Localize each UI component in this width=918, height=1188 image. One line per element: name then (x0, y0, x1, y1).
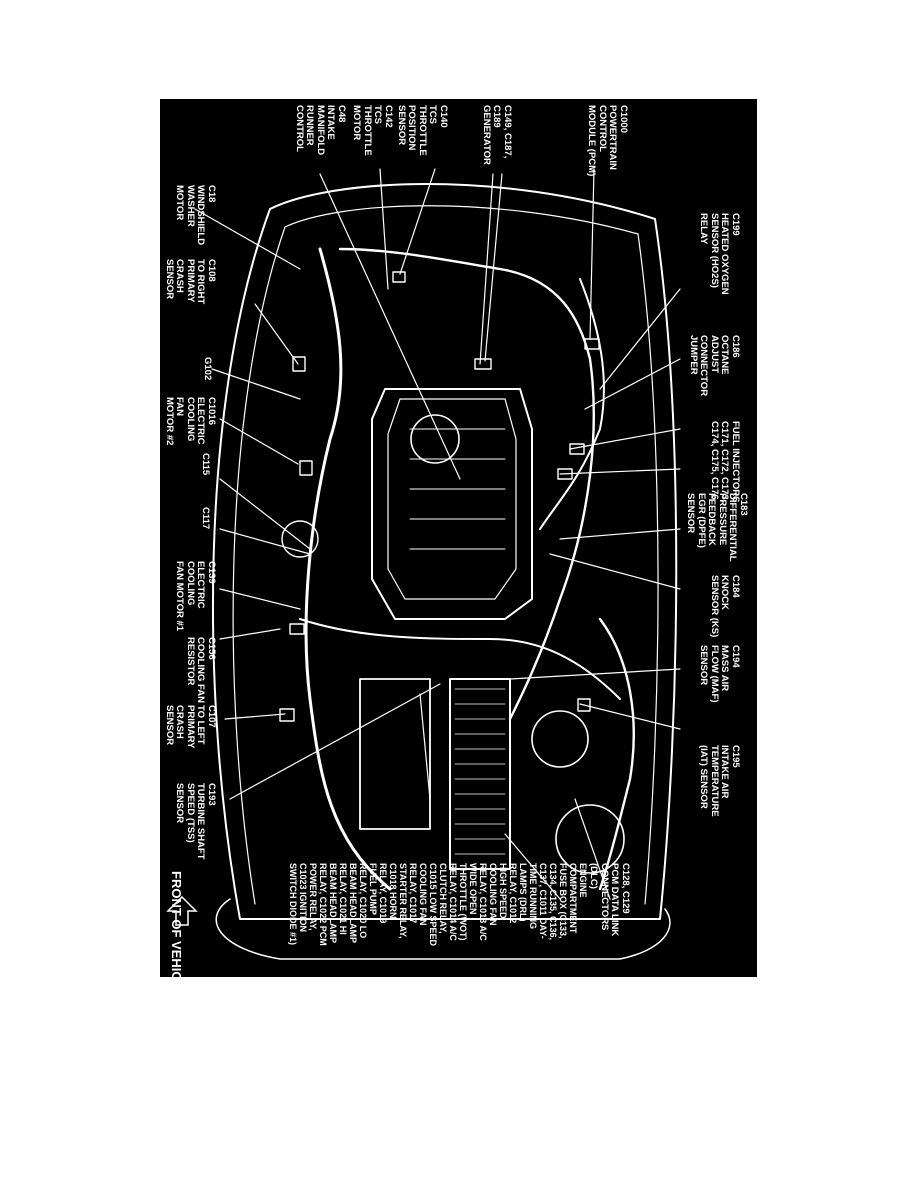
harness-front (299, 618, 621, 700)
body-outline-inner (232, 205, 659, 905)
label-c115: C115 (200, 453, 211, 476)
leader-lines (194, 168, 681, 900)
fuse-box-circle (555, 804, 625, 874)
air-cleaner (531, 710, 589, 768)
battery (359, 678, 431, 830)
harness-right (539, 278, 605, 530)
harness-main (304, 247, 392, 891)
body-outline-outer (212, 183, 678, 920)
radiator (449, 678, 511, 870)
harness-left (598, 617, 635, 891)
radiator-fins (454, 688, 506, 855)
fan-motor-circle (281, 520, 319, 558)
front-of-vehicle-label: FRONT OF VEHICLE (169, 871, 184, 998)
diagram-artwork (166, 168, 681, 960)
engine-block (371, 388, 533, 620)
bumper-outline (215, 898, 671, 960)
label-c117: C117 (200, 507, 211, 530)
label-g102: G102 (202, 357, 213, 381)
connector-blobs (279, 271, 600, 722)
harness-secondary (338, 247, 595, 721)
strut-tower-right (410, 414, 460, 464)
engine-cover (387, 398, 517, 600)
front-arrow-icon (166, 895, 198, 926)
